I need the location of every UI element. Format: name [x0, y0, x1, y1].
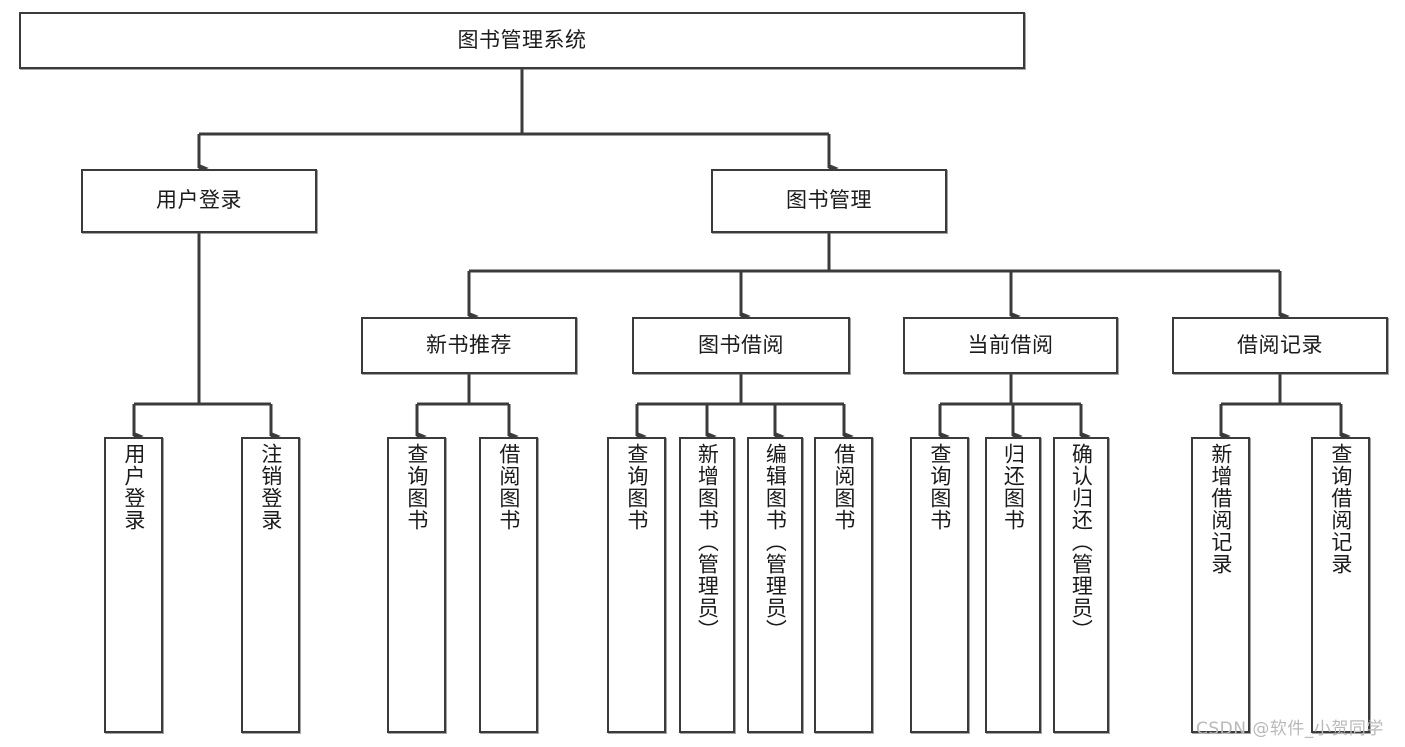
node-label: 归还图书 — [1001, 443, 1026, 531]
node-user-login[interactable]: 用户登录 — [81, 169, 317, 233]
leaf-edit-book-admin[interactable]: 编辑图书（管理员） — [747, 437, 803, 733]
node-label: 新增借阅记录 — [1208, 443, 1233, 575]
node-label: 用户登录 — [121, 443, 146, 531]
leaf-confirm-return-admin[interactable]: 确认归还（管理员） — [1053, 437, 1109, 733]
node-label: 查询借阅记录 — [1328, 443, 1353, 575]
node-label: 编辑图书（管理员） — [763, 443, 788, 641]
node-label: 当前借阅 — [967, 332, 1054, 357]
node-book-management-system[interactable]: 图书管理系统 — [19, 12, 1025, 69]
node-label: 借阅记录 — [1237, 332, 1323, 357]
leaf-add-book-admin[interactable]: 新增图书（管理员） — [679, 437, 735, 733]
node-label: 查询图书 — [927, 443, 952, 531]
leaf-user-logout[interactable]: 注销登录 — [241, 437, 300, 733]
leaf-borrow-book-recommend[interactable]: 借阅图书 — [479, 437, 538, 733]
node-label: 查询图书 — [624, 443, 649, 531]
leaf-add-borrow-record[interactable]: 新增借阅记录 — [1191, 437, 1250, 733]
leaf-user-login[interactable]: 用户登录 — [104, 437, 163, 733]
node-label: 图书借阅 — [698, 332, 784, 357]
node-book-borrow[interactable]: 图书借阅 — [632, 317, 850, 374]
connector-group — [132, 69, 1351, 441]
leaf-borrow-book[interactable]: 借阅图书 — [814, 437, 873, 733]
node-label: 确认归还（管理员） — [1069, 443, 1094, 641]
node-label: 图书管理 — [786, 188, 872, 213]
node-book-management[interactable]: 图书管理 — [711, 169, 947, 233]
node-borrow-record[interactable]: 借阅记录 — [1172, 317, 1388, 374]
node-label: 用户登录 — [156, 188, 242, 213]
node-label: 新书推荐 — [426, 332, 512, 357]
node-label: 查询图书 — [404, 443, 429, 531]
node-label: 注销登录 — [258, 443, 283, 531]
csdn-watermark: CSDN @软件_小贺同学 — [1196, 719, 1384, 739]
node-label: 借阅图书 — [496, 443, 521, 531]
node-label: 借阅图书 — [831, 443, 856, 531]
node-current-borrow[interactable]: 当前借阅 — [903, 317, 1118, 374]
node-new-book-recommend[interactable]: 新书推荐 — [361, 317, 577, 374]
leaf-return-book[interactable]: 归还图书 — [985, 437, 1041, 733]
node-label: 图书管理系统 — [457, 27, 587, 52]
leaf-query-book-borrow[interactable]: 查询图书 — [607, 437, 666, 733]
leaf-query-borrow-record[interactable]: 查询借阅记录 — [1311, 437, 1370, 733]
node-label: 新增图书（管理员） — [695, 443, 720, 641]
leaf-query-book-recommend[interactable]: 查询图书 — [387, 437, 446, 733]
leaf-query-book-current[interactable]: 查询图书 — [910, 437, 969, 733]
